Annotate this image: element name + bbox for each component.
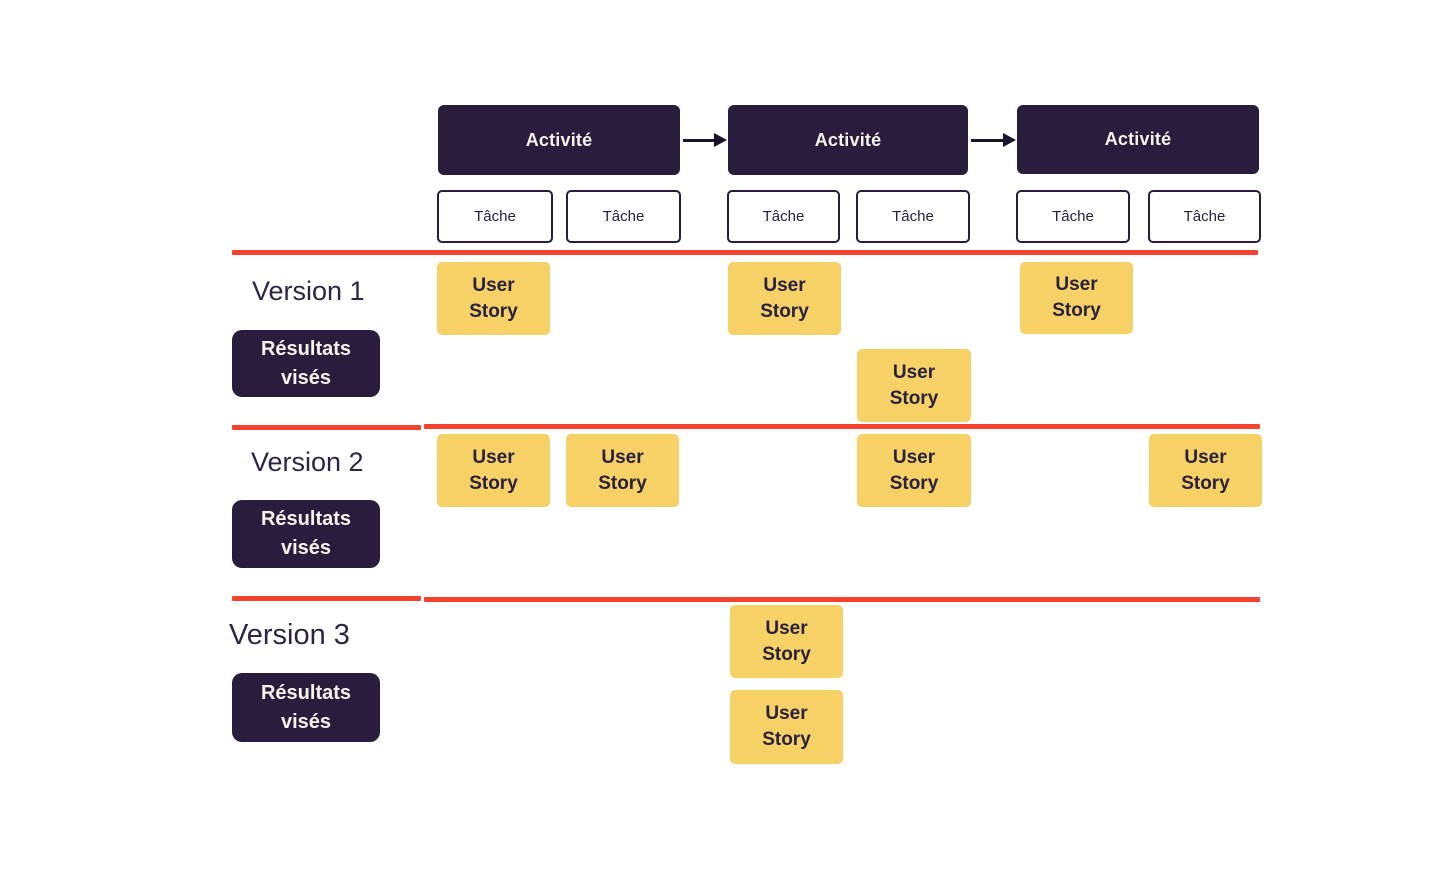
version-divider-line-2b: [424, 424, 1260, 429]
flow-arrow-line-2: [971, 139, 1003, 142]
flow-arrow-line-1: [683, 139, 715, 142]
task-card-1: Tâche: [437, 190, 553, 243]
user-story-card-v1-c5: User Story: [1020, 262, 1133, 334]
activity-card-1: Activité: [438, 105, 680, 175]
flow-arrow-icon-1: [714, 133, 727, 147]
user-story-card-v2-c6: User Story: [1149, 434, 1262, 507]
task-card-4: Tâche: [856, 190, 970, 243]
user-story-card-v2-c1: User Story: [437, 434, 550, 507]
task-label: Tâche: [1052, 208, 1094, 225]
flow-arrow-icon-2: [1003, 133, 1016, 147]
task-card-6: Tâche: [1148, 190, 1261, 243]
task-card-2: Tâche: [566, 190, 681, 243]
activity-label: Activité: [814, 129, 882, 150]
user-story-card-v3-c3-row2: User Story: [730, 690, 843, 764]
user-story-card-v1-c3: User Story: [728, 262, 841, 335]
task-label: Tâche: [474, 208, 516, 225]
version-2-label: Version 2: [251, 447, 364, 477]
user-story-card-v1-c4-row2: User Story: [857, 349, 971, 422]
task-label: Tâche: [1183, 208, 1226, 225]
version-1-label: Version 1: [252, 276, 365, 306]
version-divider-line-3a: [232, 596, 421, 601]
task-card-3: Tâche: [727, 190, 840, 243]
version-divider-line-3b: [424, 597, 1260, 602]
activity-label: Activité: [525, 129, 593, 150]
version-divider-line-1: [232, 250, 1258, 255]
user-story-card-v2-c2: User Story: [566, 434, 679, 507]
task-label: Tâche: [892, 208, 934, 225]
version-3-label: Version 3: [229, 619, 350, 651]
version-divider-line-2a: [232, 425, 421, 430]
results-card-v2: Résultats visés: [232, 500, 380, 568]
task-label: Tâche: [602, 208, 645, 225]
activity-card-3: Activité: [1017, 105, 1259, 174]
user-story-card-v3-c3-row1: User Story: [730, 605, 843, 678]
user-story-card-v1-c1: User Story: [437, 262, 550, 335]
task-card-5: Tâche: [1016, 190, 1130, 243]
activity-label: Activité: [1104, 129, 1172, 149]
results-card-v3: Résultats visés: [232, 673, 380, 742]
task-label: Tâche: [762, 208, 805, 225]
activity-card-2: Activité: [728, 105, 968, 175]
results-card-v1: Résultats visés: [232, 330, 380, 397]
user-story-card-v2-c4: User Story: [857, 434, 971, 507]
